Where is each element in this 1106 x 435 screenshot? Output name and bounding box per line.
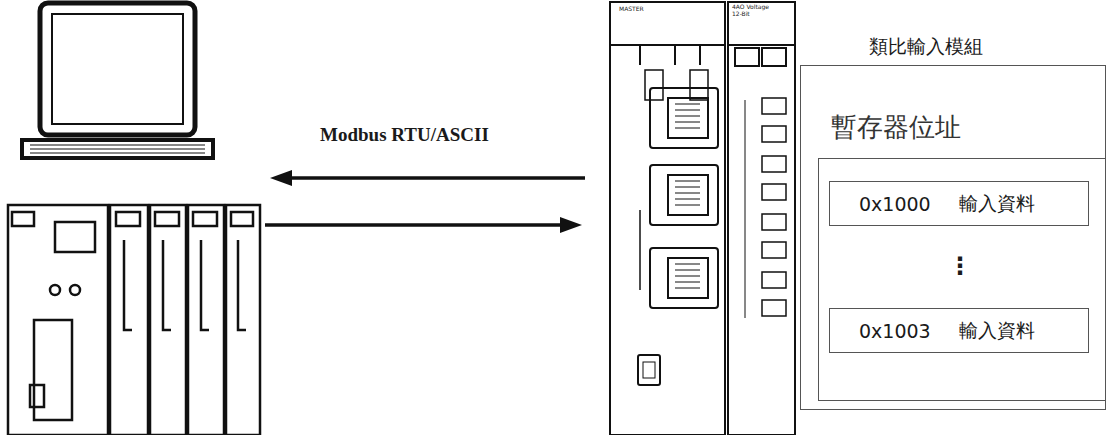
laptop-icon xyxy=(22,3,213,158)
comm-arrows xyxy=(265,170,585,233)
module-title: 類比輸入模組 xyxy=(869,34,983,60)
register-content: 輸入資料 xyxy=(959,318,1035,344)
module-label: MASTER xyxy=(619,5,644,12)
module-label: 4AO Voltage 12-Bit xyxy=(732,4,776,17)
master-module xyxy=(610,2,725,435)
register-box: 0x1000 輸入資料 xyxy=(829,181,1089,226)
plc-rack xyxy=(8,205,260,435)
ellipsis: ⋮ xyxy=(948,252,972,280)
protocol-label: Modbus RTU/ASCII xyxy=(320,124,489,146)
register-address: 0x1003 xyxy=(859,320,931,342)
register-box: 0x1003 輸入資料 xyxy=(829,308,1089,353)
analog-module xyxy=(728,2,795,435)
register-content: 輸入資料 xyxy=(959,191,1035,217)
module-box: 類比輸入模組暫存器位址0x1000輸入資料0x1003輸入資料 xyxy=(800,65,1106,410)
section-heading: 暫存器位址 xyxy=(831,110,961,145)
register-address: 0x1000 xyxy=(859,193,931,215)
